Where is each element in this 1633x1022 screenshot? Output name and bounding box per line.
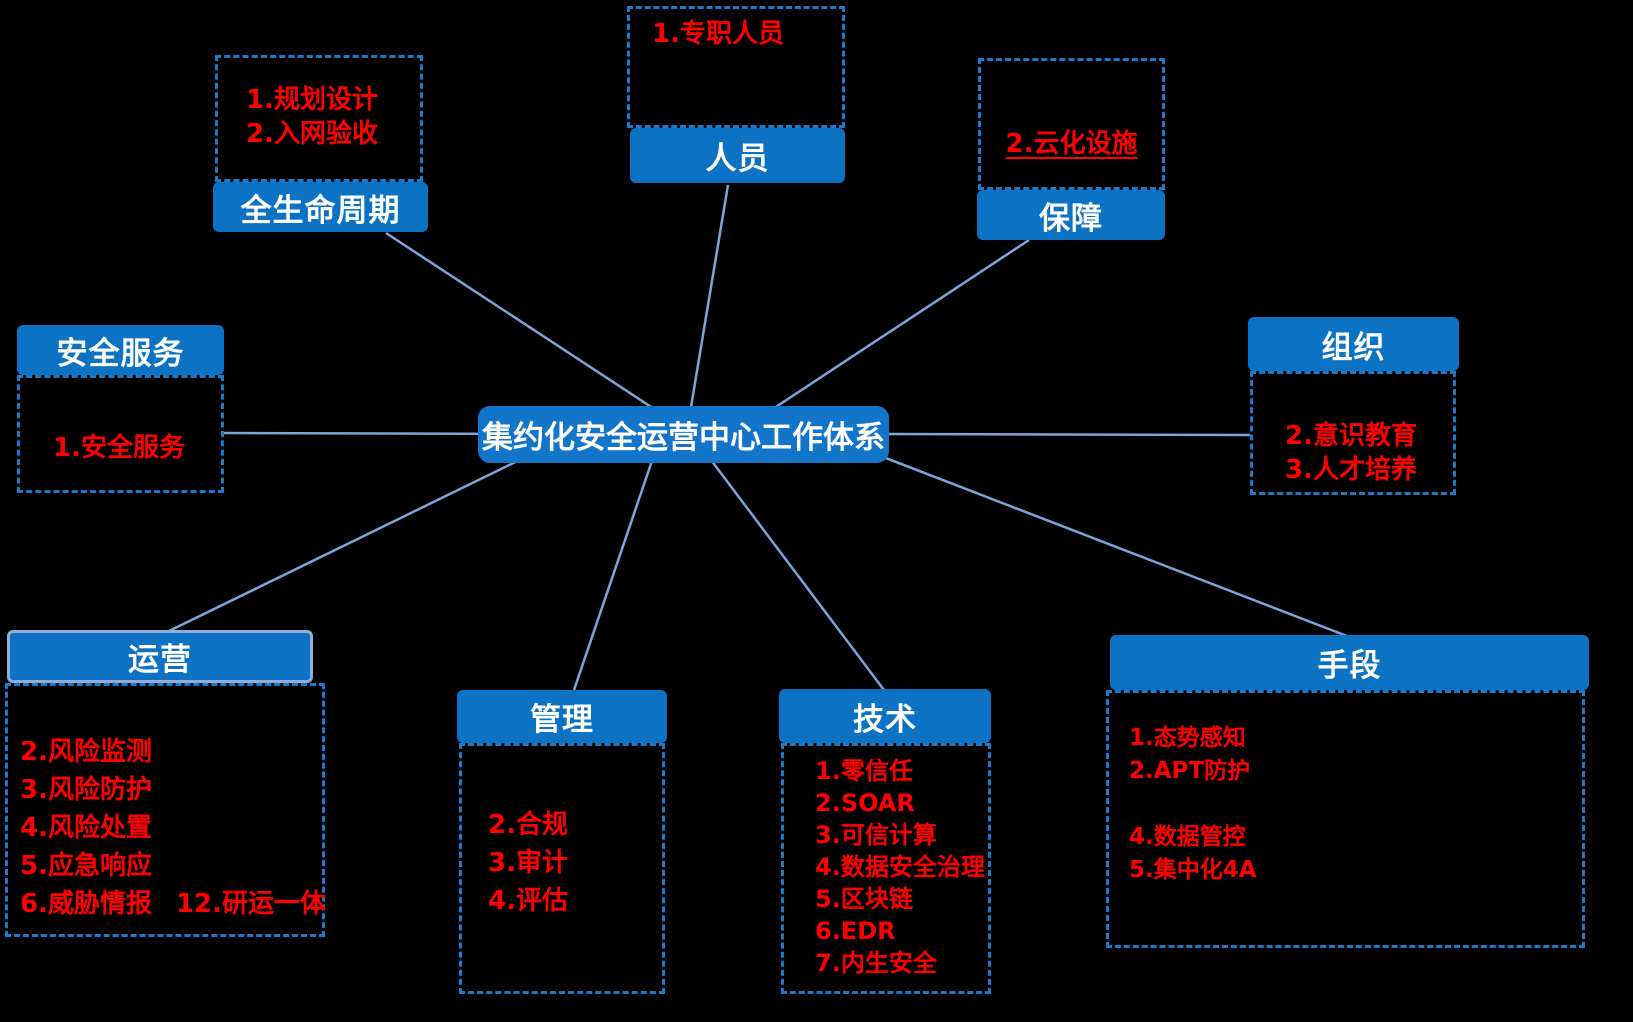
branch-item: 5.应急响应 [20, 851, 152, 881]
branch-item: 2.意识教育 [1285, 421, 1417, 451]
branch-items-personnel: 1.专职人员 [627, 6, 845, 128]
branch-item: 5.区块链 [815, 885, 913, 913]
branch-header-lifecycle: 全生命周期 [213, 182, 428, 232]
branch-item: 1.专职人员 [652, 19, 784, 49]
connector-technology [704, 451, 885, 691]
branch-items-technology: 1.零信任 2.SOAR 3.可信计算 4.数据安全治理 5.区块链 6.EDR… [781, 743, 991, 994]
branch-item: 4.数据管控 [1129, 824, 1246, 850]
branch-header-support: 保障 [977, 190, 1165, 240]
branch-item: 2.风险监测 [20, 737, 152, 767]
branch-item: 2.SOAR [815, 789, 915, 817]
branch-items-operation: 2.风险监测 3.风险防护 4.风险处置 5.应急响应 6.威胁情报 12.研运一… [5, 683, 326, 937]
branch-item: 1.零信任 [815, 757, 913, 785]
branch-item-extra: 12.研运一体 [175, 889, 327, 919]
branch-item: 1.态势感知 [1129, 725, 1246, 751]
branch-header-organization: 组织 [1248, 317, 1459, 371]
branch-item: 1.规划设计 [246, 85, 378, 115]
branch-item: 4.数据安全治理 [815, 853, 985, 881]
branch-items-lifecycle: 1.规划设计 2.入网验收 [215, 55, 423, 182]
branch-item: 3.人才培养 [1285, 455, 1417, 485]
branch-item: 4.评估 [488, 886, 568, 916]
branch-header-operation: 运营 [7, 630, 313, 683]
branch-item: 7.内生安全 [815, 949, 937, 977]
connector-personnel [686, 184, 730, 426]
branch-item: 2.合规 [488, 810, 568, 840]
connector-support [749, 238, 1030, 426]
branch-items-security-service: 1.安全服务 [17, 375, 224, 493]
branch-item: 6.威胁情报 12.研运一体 [20, 885, 326, 923]
branch-item: 4.风险处置 [20, 813, 152, 843]
connector-organization [887, 432, 1251, 437]
connector-means [864, 448, 1348, 638]
connector-lifecycle [385, 231, 669, 420]
branch-header-security-service: 安全服务 [17, 325, 224, 375]
connector-management [572, 451, 657, 691]
branch-item: 2.APT防护 [1129, 758, 1251, 784]
branch-item: 2.云化设施 [1005, 129, 1138, 159]
branch-items-means: 1.态势感知 2.APT防护 4.数据管控 5.集中化4A [1106, 690, 1585, 948]
branch-header-technology: 技术 [779, 689, 991, 743]
branch-items-support: 2.云化设施 [978, 58, 1165, 190]
branch-item: 2.入网验收 [246, 119, 378, 149]
branch-item: 3.审计 [488, 848, 568, 878]
center-node: 集约化安全运营中心工作体系 [478, 406, 889, 463]
branch-item: 1.安全服务 [53, 433, 185, 463]
branch-item: 6.EDR [815, 917, 896, 945]
branch-items-management: 2.合规 3.审计 4.评估 [459, 743, 665, 994]
branch-header-management: 管理 [457, 690, 667, 743]
branch-header-personnel: 人员 [630, 128, 845, 183]
branch-items-organization: 2.意识教育 3.人才培养 [1250, 371, 1456, 495]
branch-item: 5.集中化4A [1129, 857, 1257, 883]
branch-item: 3.风险防护 [20, 775, 152, 805]
connector-operation [166, 448, 541, 634]
branch-item: 3.可信计算 [815, 821, 937, 849]
branch-item-text: 6.威胁情报 [20, 889, 152, 919]
branch-header-means: 手段 [1110, 635, 1589, 690]
